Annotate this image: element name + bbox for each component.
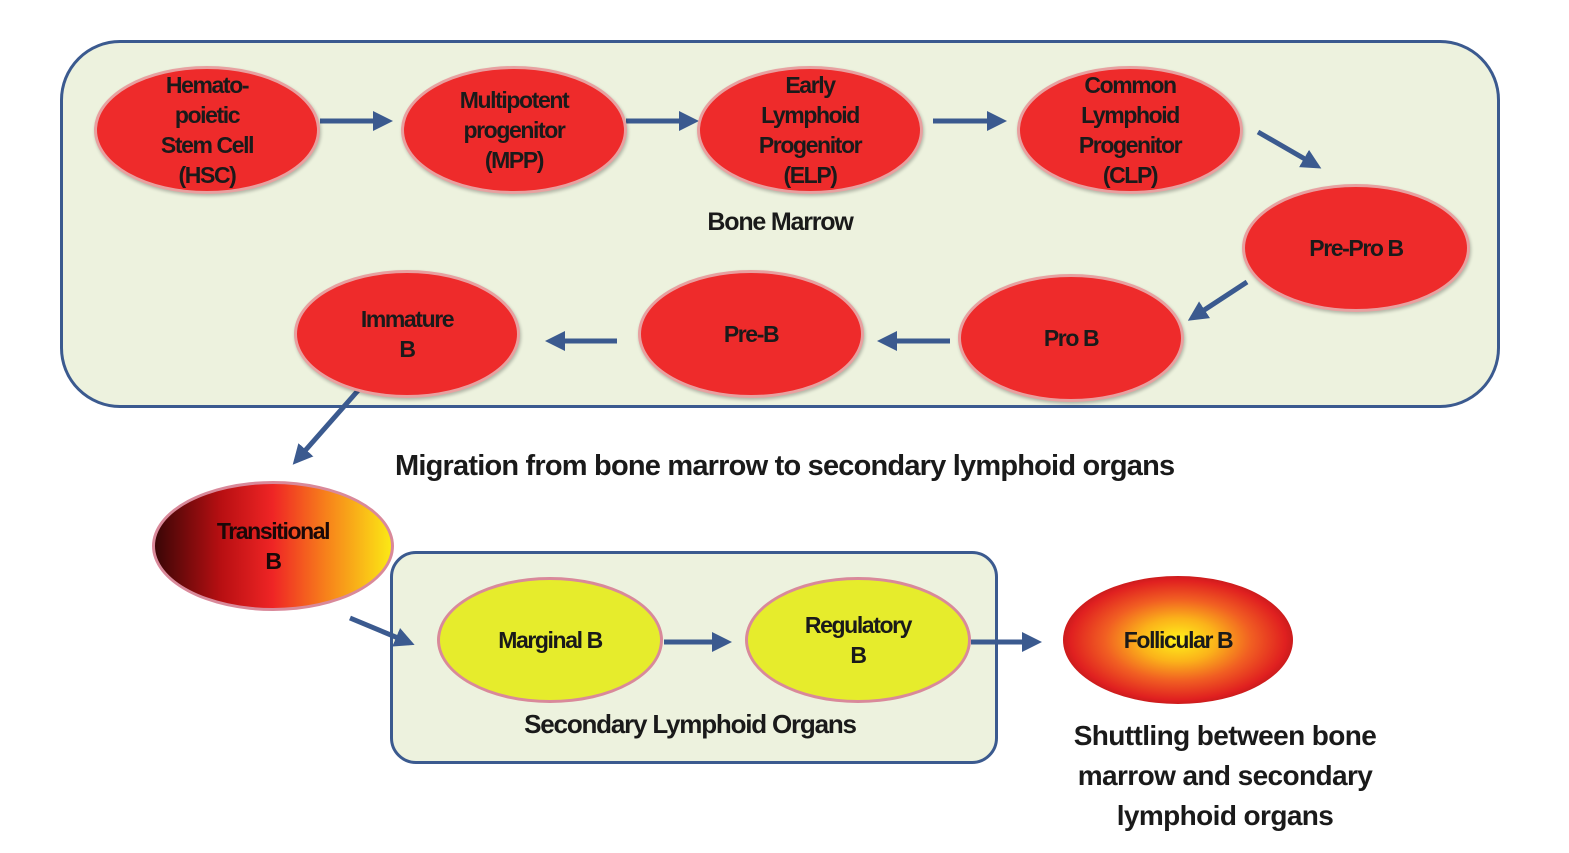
secondary-lymphoid-organs-label: Secondary Lymphoid Organs [524, 709, 857, 739]
node-hematopoietic-stem-cell: Hemato- poietic Stem Cell (HSC) [94, 66, 320, 194]
node-multipotent-progenitor: Multipotent progenitor (MPP) [401, 66, 627, 194]
node-regulatory-b: Regulatory B [745, 577, 971, 703]
node-follicular-b: Follicular B [1063, 576, 1293, 704]
node-common-lymphoid-progenitor: Common Lymphoid Progenitor (CLP) [1017, 66, 1243, 194]
migration-annotation: Migration from bone marrow to secondary … [395, 450, 1175, 482]
node-early-lymphoid-progenitor: Early Lymphoid Progenitor (ELP) [697, 66, 923, 194]
bone-marrow-label: Bone Marrow [707, 208, 853, 236]
node-immature-b: Immature B [294, 270, 520, 398]
node-pro-b: Pro B [958, 274, 1184, 402]
shuttling-annotation: Shuttling between bone marrow and second… [1073, 720, 1377, 831]
node-pre-pro-b: Pre-Pro B [1242, 184, 1470, 312]
node-transitional-b: Transitional B [152, 481, 394, 611]
node-marginal-b: Marginal B [437, 577, 663, 703]
node-pre-b: Pre-B [638, 270, 864, 398]
